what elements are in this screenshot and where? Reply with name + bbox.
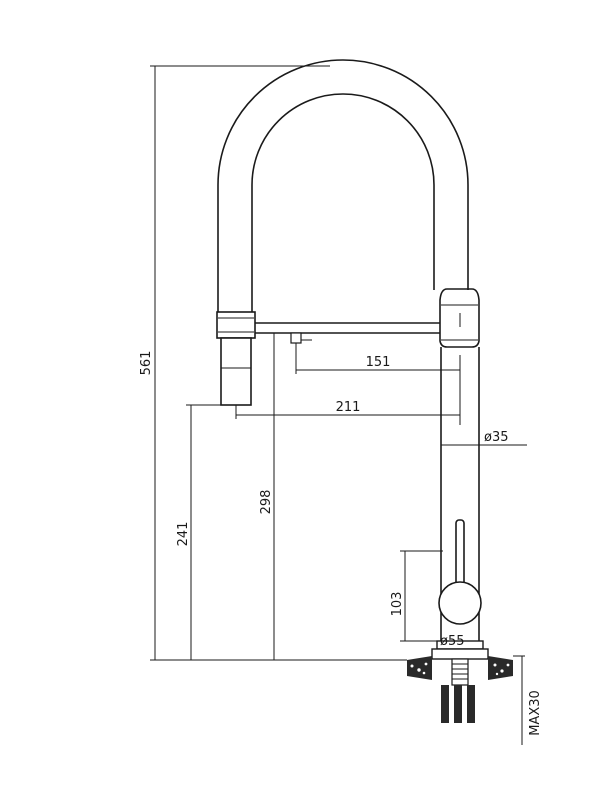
dim-handle-height	[400, 550, 443, 642]
label-outlet-height: 241	[176, 522, 191, 547]
countertop-section	[407, 656, 513, 680]
dim-total-height	[150, 65, 407, 661]
label-base-diameter: ø55	[440, 634, 465, 649]
hose-right	[467, 685, 475, 723]
holder-clip	[290, 332, 302, 344]
label-body-diameter: ø35	[484, 430, 509, 445]
magnetic-sleeve	[439, 288, 480, 348]
label-reach-211: 211	[336, 400, 361, 415]
label-total-height: 561	[139, 351, 154, 376]
hose-middle	[454, 685, 462, 723]
spray-head-collar	[216, 311, 256, 339]
label-max-counter: MAX30	[528, 690, 543, 736]
dim-outlet-height	[186, 404, 221, 660]
faucet-outline	[216, 59, 489, 660]
dim-reach-151	[295, 343, 460, 374]
spray-head	[220, 337, 252, 406]
lever-handle	[455, 519, 465, 589]
spring-arc-outer	[217, 59, 469, 312]
spring-arc-inner	[251, 93, 435, 312]
label-pullout-height: 298	[259, 490, 274, 515]
mounting-and-hoses	[441, 658, 475, 723]
base-plate	[431, 648, 489, 660]
label-handle-height: 103	[390, 592, 405, 617]
handle-hub	[438, 581, 482, 625]
hose-left	[441, 685, 449, 723]
countertop-right	[488, 656, 513, 680]
countertop-left	[407, 656, 432, 680]
dim-reach-211	[235, 355, 461, 425]
label-reach-151: 151	[366, 355, 391, 370]
dim-max-counter	[513, 655, 525, 745]
